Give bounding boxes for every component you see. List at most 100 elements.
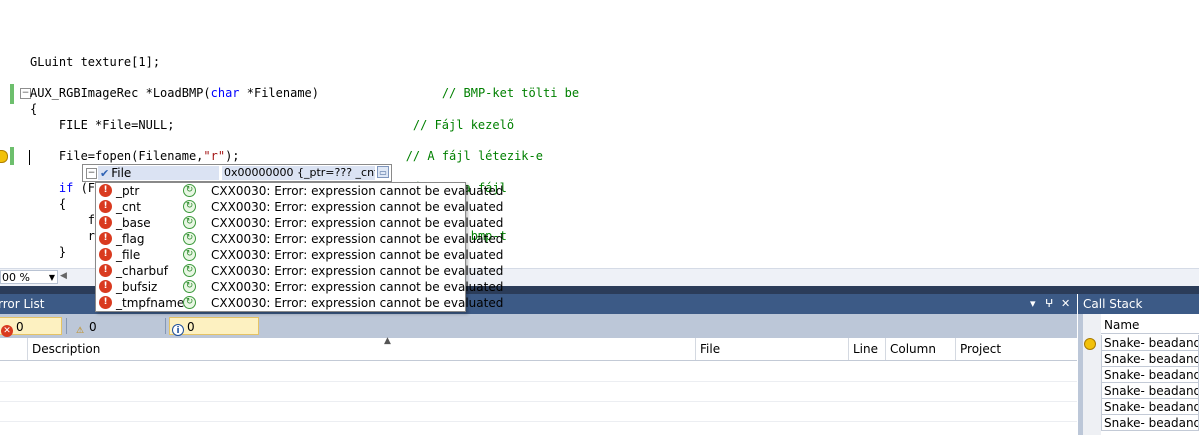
call-stack-row[interactable]: Snake- beadandor bbox=[1101, 367, 1199, 383]
refresh-icon[interactable]: ↻ bbox=[183, 264, 196, 277]
errors-filter-button[interactable]: ✕0 Errors bbox=[0, 317, 62, 353]
member-name: _tmpfname bbox=[116, 296, 185, 310]
table-row bbox=[0, 361, 1077, 382]
column-header-project-label: Project bbox=[960, 342, 1002, 356]
code-text: GLuint texture[1]; bbox=[30, 55, 161, 69]
zoom-select[interactable]: 00 % ▼ bbox=[0, 270, 58, 284]
text-caret bbox=[29, 150, 30, 165]
refresh-icon[interactable]: ↻ bbox=[183, 232, 196, 245]
zoom-value: 00 % bbox=[2, 271, 30, 284]
call-stack-titlebar[interactable]: Call Stack bbox=[1078, 294, 1199, 314]
error-icon: ! bbox=[99, 216, 112, 229]
chevron-down-icon: ▼ bbox=[48, 273, 55, 282]
refresh-icon[interactable]: ↻ bbox=[183, 184, 196, 197]
scroll-left-icon[interactable]: ◀ bbox=[60, 271, 67, 281]
column-header-category[interactable] bbox=[0, 338, 27, 360]
checkmark-icon: ✔ bbox=[100, 167, 110, 180]
column-header-file[interactable]: File bbox=[695, 338, 848, 360]
call-stack-frame-label: Snake- beadandor bbox=[1104, 352, 1198, 366]
member-value: CXX0030: Error: expression cannot be eva… bbox=[211, 184, 504, 198]
refresh-icon[interactable]: ↻ bbox=[183, 296, 196, 309]
code-line[interactable]: File=fopen(Filename,"r"); // A fájl léte… bbox=[30, 148, 543, 164]
member-value: CXX0030: Error: expression cannot be eva… bbox=[211, 232, 504, 246]
toolbar-separator bbox=[165, 318, 166, 334]
call-stack-row[interactable]: Snake- beadandor bbox=[1101, 351, 1199, 367]
code-text: } bbox=[30, 245, 67, 259]
call-stack-frame-label: Snake- beadandor bbox=[1104, 336, 1198, 350]
datatip-variable-value[interactable]: 0x00000000 {_ptr=??? _cnt=??? _base=??? … bbox=[222, 166, 375, 180]
call-stack-row[interactable]: Snake- beadandor bbox=[1101, 335, 1199, 351]
code-line[interactable]: } bbox=[30, 244, 66, 260]
code-line[interactable]: GLuint texture[1]; bbox=[30, 54, 160, 70]
error-list-panel: rror List ▾ ⵖ ✕ ✕0 Errors ⚠0 Warnings i0… bbox=[0, 294, 1077, 435]
refresh-icon[interactable]: ↻ bbox=[183, 280, 196, 293]
error-list-header: ▲ Description File Line Column Project bbox=[0, 336, 1077, 361]
code-line[interactable]: { bbox=[30, 196, 66, 212]
code-line[interactable]: FILE *File=NULL; // Fájl kezelő bbox=[30, 117, 514, 133]
column-header-name[interactable]: Name bbox=[1101, 316, 1199, 334]
datatip-member-row[interactable]: ! _base ↻ CXX0030: Error: expression can… bbox=[96, 215, 503, 231]
datatip-header[interactable]: − ✔File 0x00000000 {_ptr=??? _cnt=??? _b… bbox=[82, 164, 392, 182]
call-stack-gutter bbox=[1083, 314, 1101, 435]
datatip-member-row[interactable]: ! _bufsiz ↻ CXX0030: Error: expression c… bbox=[96, 279, 503, 295]
datatip-member-row[interactable]: ! _charbuf ↻ CXX0030: Error: expression … bbox=[96, 263, 503, 279]
datatip-member-row[interactable]: ! _tmpfname ↻ CXX0030: Error: expression… bbox=[96, 295, 503, 311]
datatip-variable[interactable]: ✔File bbox=[98, 166, 219, 180]
collapse-icon[interactable]: − bbox=[20, 88, 31, 99]
error-list-title: rror List bbox=[0, 297, 45, 311]
datatip-member-row[interactable]: ! _file ↻ CXX0030: Error: expression can… bbox=[96, 247, 503, 263]
member-name: _file bbox=[116, 248, 141, 262]
column-header-name-label: Name bbox=[1104, 318, 1140, 332]
table-row bbox=[0, 381, 1077, 402]
error-icon: ! bbox=[99, 264, 112, 277]
change-indicator bbox=[10, 147, 14, 165]
table-row bbox=[0, 401, 1077, 422]
column-header-description-label: Description bbox=[32, 342, 101, 356]
error-icon: ! bbox=[99, 248, 112, 261]
toolbar-separator bbox=[66, 318, 67, 334]
member-name: _bufsiz bbox=[116, 280, 158, 294]
datatip-member-row[interactable]: ! _ptr ↻ CXX0030: Error: expression cann… bbox=[96, 183, 503, 199]
call-stack-frame-label: Snake- beadandor bbox=[1104, 416, 1198, 430]
refresh-icon[interactable]: ↻ bbox=[183, 216, 196, 229]
editor-margin[interactable] bbox=[0, 0, 22, 268]
pin-icon[interactable]: ▭ bbox=[377, 166, 389, 178]
column-header-description[interactable]: ▲ Description bbox=[27, 336, 695, 360]
member-value: CXX0030: Error: expression cannot be eva… bbox=[211, 248, 504, 262]
column-header-file-label: File bbox=[700, 342, 721, 356]
code-text: FILE *File=NULL; bbox=[30, 118, 413, 132]
code-text: AUX_RGBImageRec *LoadBMP( bbox=[30, 86, 211, 100]
code-text: *Filename) bbox=[239, 86, 442, 100]
code-line[interactable]: AUX_RGBImageRec *LoadBMP(char *Filename)… bbox=[30, 85, 579, 101]
code-line[interactable]: { bbox=[30, 101, 37, 117]
error-icon: ! bbox=[99, 232, 112, 245]
call-stack-frame-label: Snake- beadandor bbox=[1104, 368, 1198, 382]
call-stack-panel: Call Stack Name Snake- beadandor Snake- … bbox=[1078, 294, 1199, 435]
code-comment: // Fájl kezelő bbox=[412, 118, 515, 132]
messages-filter-button[interactable]: i0 Messages bbox=[169, 317, 259, 352]
refresh-icon[interactable]: ↻ bbox=[183, 200, 196, 213]
info-icon: i bbox=[172, 324, 184, 336]
code-line[interactable]: fo bbox=[30, 212, 102, 228]
datatip-member-row[interactable]: ! _cnt ↻ CXX0030: Error: expression cann… bbox=[96, 199, 503, 215]
member-value: CXX0030: Error: expression cannot be eva… bbox=[211, 264, 504, 278]
datatip-member-row[interactable]: ! _flag ↻ CXX0030: Error: expression can… bbox=[96, 231, 503, 247]
window-position-icon[interactable]: ▾ bbox=[1030, 297, 1036, 310]
panel-border bbox=[1078, 314, 1083, 435]
call-stack-row[interactable]: Snake- beadandor bbox=[1101, 415, 1199, 431]
refresh-icon[interactable]: ↻ bbox=[183, 248, 196, 261]
error-icon: ! bbox=[99, 184, 112, 197]
code-text: { bbox=[30, 102, 38, 116]
code-string: "r" bbox=[203, 149, 226, 163]
close-icon[interactable]: ✕ bbox=[1061, 297, 1071, 310]
column-header-project[interactable]: Project bbox=[955, 338, 1077, 360]
column-header-line[interactable]: Line bbox=[848, 338, 885, 360]
call-stack-row[interactable]: Snake- beadandor bbox=[1101, 383, 1199, 399]
pin-icon[interactable]: ⵖ bbox=[1045, 297, 1054, 310]
dock-splitter[interactable] bbox=[0, 286, 1199, 294]
collapse-icon[interactable]: − bbox=[86, 168, 97, 179]
column-header-column[interactable]: Column bbox=[885, 338, 955, 360]
member-value: CXX0030: Error: expression cannot be eva… bbox=[211, 200, 504, 214]
call-stack-row[interactable]: Snake- beadandor bbox=[1101, 399, 1199, 415]
warnings-filter-button[interactable]: ⚠0 Warnings bbox=[71, 317, 161, 353]
